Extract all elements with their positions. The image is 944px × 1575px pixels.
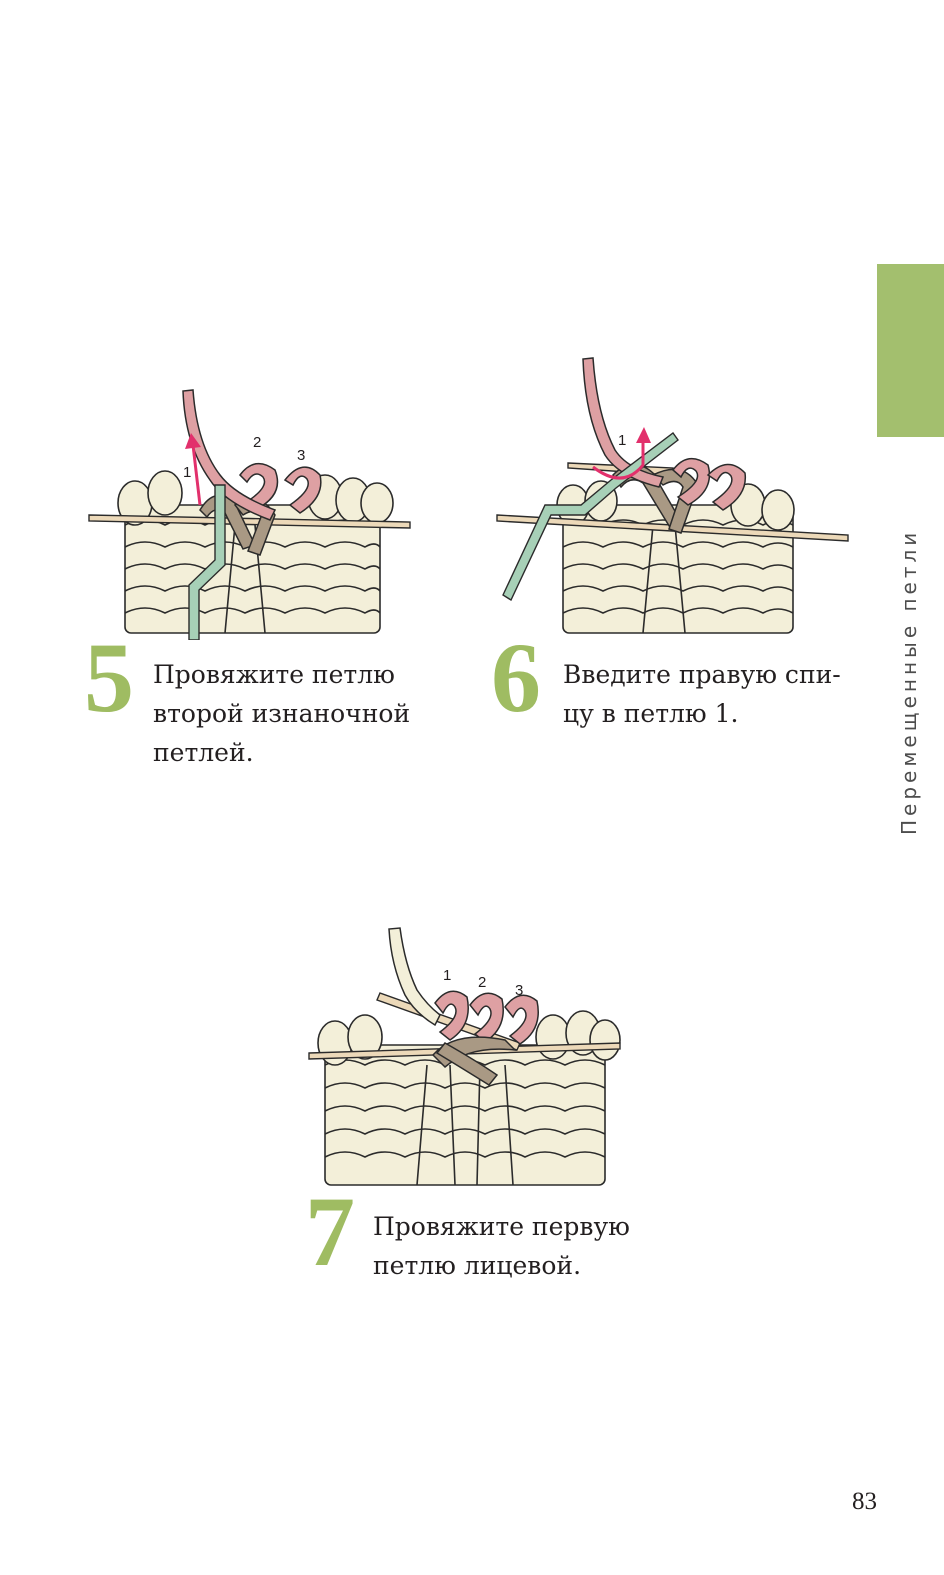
step-number: 5	[84, 622, 134, 733]
section-tab	[877, 264, 944, 437]
cable-loops	[582, 357, 747, 534]
loop-label: 2	[253, 434, 261, 451]
loop-label: 3	[515, 982, 523, 999]
loop-label: 1	[443, 967, 451, 984]
step-instruction: Введите правую спи- цу в петлю 1.	[563, 655, 841, 733]
step-instruction: Провяжите первую петлю лицевой.	[373, 1207, 630, 1285]
direction-arrow	[592, 440, 645, 480]
page-number: 83	[852, 1488, 877, 1515]
loop-label: 3	[297, 447, 305, 464]
step-6-illustration: 1	[496, 357, 849, 634]
instruction-line: петлю лицевой.	[373, 1251, 582, 1280]
knitting-needle	[88, 514, 411, 529]
step-5-illustration: 1 2 3	[88, 389, 411, 640]
step-instruction: Провяжите петлю второй изнаночной петлей…	[153, 655, 410, 772]
cable-needle	[188, 484, 226, 640]
section-tab-label: Перемещенные петли	[897, 528, 921, 835]
instruction-line: Провяжите первую	[373, 1212, 630, 1241]
loop-label: 1	[183, 464, 191, 481]
loop-label: 2	[478, 974, 486, 991]
arrow-head	[636, 427, 651, 443]
instruction-line: цу в петлю 1.	[563, 699, 739, 728]
step-number: 7	[305, 1176, 355, 1287]
cable-loops	[182, 389, 322, 556]
instruction-line: Провяжите петлю	[153, 660, 395, 689]
knit-fabric	[562, 504, 794, 634]
instruction-line: Введите правую спи-	[563, 660, 841, 689]
instruction-line: петлей.	[153, 738, 254, 767]
direction-arrow	[191, 444, 202, 506]
step-7-illustration: 1 2 3	[308, 927, 621, 1186]
instruction-line: второй изнаночной	[153, 699, 411, 728]
cable-needle	[502, 432, 679, 602]
loop-label: 1	[618, 432, 626, 449]
cable-loops	[388, 927, 539, 1086]
step-number: 6	[491, 622, 541, 733]
arrow-head	[185, 433, 201, 449]
